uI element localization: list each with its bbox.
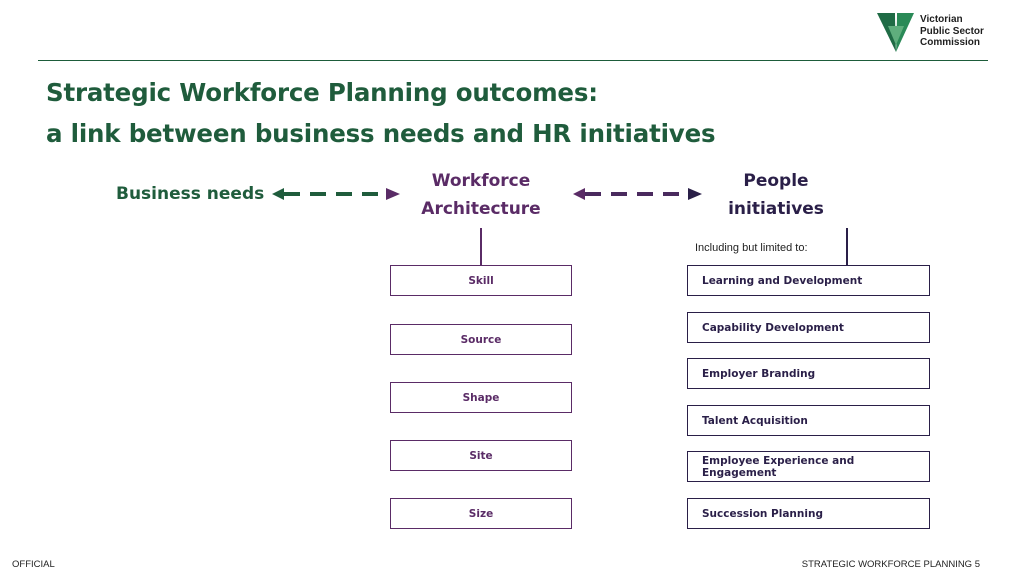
logo-line-1: Victorian: [920, 14, 963, 25]
people-box-succession: Succession Planning: [687, 498, 930, 529]
page-title: Strategic Workforce Planning outcomes: a…: [46, 72, 716, 154]
architecture-people-arrow: [573, 188, 702, 200]
architecture-box-source: Source: [390, 324, 572, 355]
header-divider: [38, 60, 988, 61]
arrowhead-right-purple: [386, 188, 400, 200]
people-connector: [846, 228, 848, 266]
vpsc-logo: Victorian Public Sector Commission: [876, 12, 996, 54]
people-box-talent: Talent Acquisition: [687, 405, 930, 436]
title-line-2: a link between business needs and HR ini…: [46, 119, 716, 148]
logo-line-3: Commission: [920, 37, 981, 48]
architecture-box-site: Site: [390, 440, 572, 471]
arrowhead-left-purple: [573, 188, 585, 200]
logo-text: Victorian Public Sector Commission: [920, 14, 984, 49]
people-box-learning: Learning and Development: [687, 265, 930, 296]
people-note: Including but limited to:: [695, 242, 808, 254]
people-heading-line-1: People: [743, 171, 809, 191]
page-label: STRATEGIC WORKFORCE PLANNING 5: [801, 559, 980, 570]
arrowhead-right-navy: [688, 188, 702, 200]
people-box-experience: Employee Experience and Engagement: [687, 451, 930, 482]
business-architecture-arrow: [272, 188, 400, 200]
architecture-heading-line-2: Architecture: [421, 199, 541, 219]
architecture-box-size: Size: [390, 498, 572, 529]
people-box-capability: Capability Development: [687, 312, 930, 343]
workforce-architecture-heading: Workforce Architecture: [410, 167, 552, 223]
business-needs-heading: Business needs: [116, 184, 265, 204]
architecture-heading-line-1: Workforce: [431, 171, 531, 191]
logo-line-2: Public Sector: [920, 25, 984, 37]
title-line-1: Strategic Workforce Planning outcomes:: [46, 78, 598, 107]
people-box-branding: Employer Branding: [687, 358, 930, 389]
architecture-connector: [480, 228, 482, 266]
vpsc-logo-icon: [877, 13, 914, 52]
architecture-box-shape: Shape: [390, 382, 572, 413]
people-initiatives-heading: People initiatives: [712, 167, 840, 223]
arrowhead-left-green: [272, 188, 284, 200]
architecture-box-skill: Skill: [390, 265, 572, 296]
classification-label: OFFICIAL: [12, 559, 55, 570]
people-heading-line-2: initiatives: [728, 199, 824, 219]
